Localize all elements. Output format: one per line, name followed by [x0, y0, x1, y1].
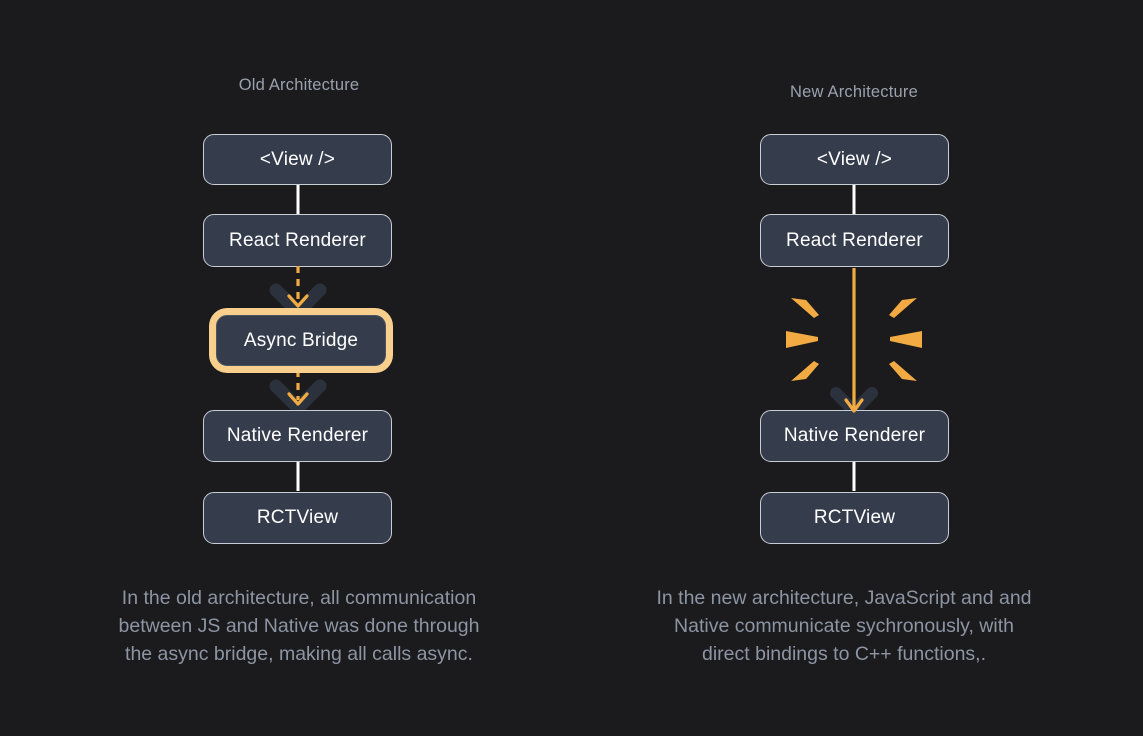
caption-line: Native communicate sychronously, with [674, 615, 1014, 637]
node-label: React Renderer [786, 229, 923, 251]
connector-view-to-react [296, 184, 300, 214]
node-label: Native Renderer [783, 425, 926, 446]
spark-ray-left-lower [791, 361, 819, 381]
node-view-new[interactable]: <View /> [760, 134, 949, 185]
node-async-bridge[interactable]: Async Bridge [216, 315, 386, 366]
spark-ray-right-middle [890, 331, 922, 348]
node-react-renderer-old[interactable]: React Renderer [203, 214, 392, 267]
caption-new: In the new architecture, JavaScript and … [614, 584, 1074, 668]
async-dashed-arrow-2 [287, 370, 309, 406]
caption-line: In the new architecture, JavaScript and … [656, 587, 1032, 609]
node-label: React Renderer [229, 229, 366, 251]
connector-native-to-rctview [296, 461, 300, 491]
spark-ray-left-middle [786, 331, 818, 348]
caption-line: direct bindings to C++ functions,. [702, 643, 986, 665]
node-rctview-new[interactable]: RCTView [760, 492, 949, 544]
node-label: RCTView [813, 507, 896, 528]
shadow-chevron-2 [269, 379, 327, 415]
node-rctview-old[interactable]: RCTView [203, 492, 392, 544]
shadow-chevron-sync [830, 387, 878, 417]
node-label: Native Renderer [226, 425, 369, 446]
spark-ray-left-upper [791, 298, 819, 318]
connector-native-to-rctview [852, 461, 856, 491]
node-native-renderer-new[interactable]: Native Renderer [760, 410, 949, 462]
column-title-new: New Architecture [790, 83, 918, 101]
spark-ray-right-upper [889, 298, 917, 318]
caption-old: In the old architecture, all communicati… [79, 584, 519, 668]
node-label: RCTView [256, 507, 339, 528]
node-react-renderer-new[interactable]: React Renderer [760, 214, 949, 267]
node-label: <View /> [816, 148, 893, 170]
sync-solid-arrow [844, 268, 864, 413]
connector-view-to-react [852, 184, 856, 214]
node-native-renderer-old[interactable]: Native Renderer [203, 410, 392, 462]
shadow-chevron-1 [269, 283, 327, 319]
caption-line: In the old architecture, all communicati… [121, 587, 477, 609]
node-view-old[interactable]: <View /> [203, 134, 392, 185]
async-dashed-arrow-1 [287, 266, 309, 308]
caption-line: between JS and Native was done through [118, 615, 480, 637]
spark-ray-right-lower [889, 361, 917, 381]
node-label: Async Bridge [243, 329, 359, 351]
column-title-old: Old Architecture [238, 76, 360, 94]
caption-line: the async bridge, making all calls async… [125, 643, 473, 665]
sync-spark-burst [786, 298, 922, 381]
node-label: <View /> [259, 148, 336, 170]
